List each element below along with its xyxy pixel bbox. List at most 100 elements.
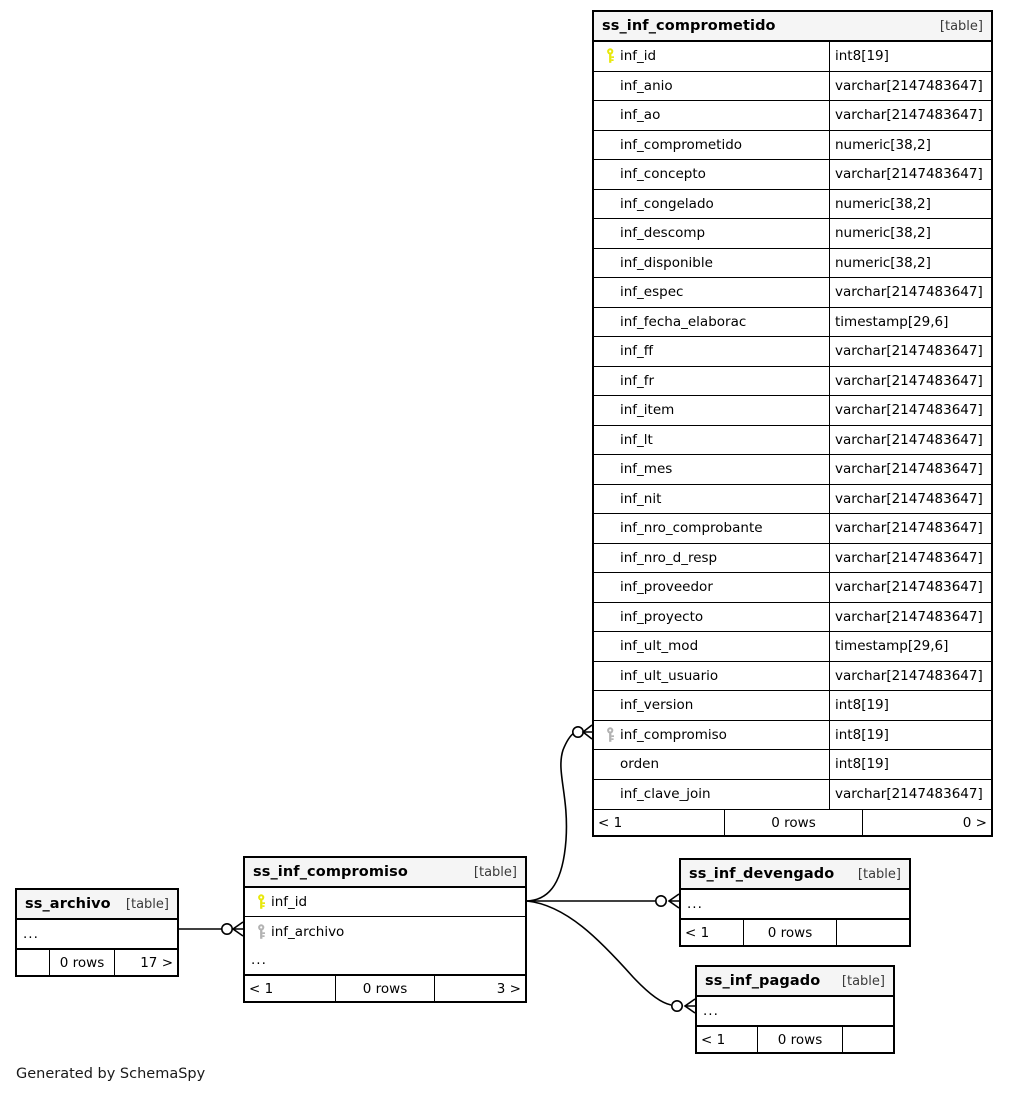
column-type-cell: varchar[2147483647] [829, 543, 991, 572]
column-name: inf_compromiso [620, 726, 727, 743]
table-header[interactable]: ss_archivo [table] [17, 890, 177, 920]
footer-row-count: 0 rows [743, 920, 837, 945]
table-row[interactable]: inf_comprometido numeric[38,2] [594, 130, 991, 160]
column-name: inf_congelado [620, 195, 714, 212]
table-type-tag: [table] [473, 864, 517, 880]
table-header[interactable]: ss_inf_devengado [table] [681, 860, 909, 890]
column-name: inf_lt [620, 431, 653, 448]
column-type-cell: varchar[2147483647] [829, 573, 991, 602]
column-name-cell: inf_nro_d_resp [594, 544, 829, 573]
column-name-cell: inf_item [594, 396, 829, 425]
column-name: inf_ao [620, 107, 661, 124]
table-header[interactable]: ss_inf_compromiso [table] [245, 858, 525, 888]
table-type-tag: [table] [939, 18, 983, 34]
column-name-cell: inf_version [594, 691, 829, 720]
table-type-tag: [table] [841, 973, 885, 989]
column-name-cell: orden [594, 750, 829, 779]
table-ss-inf-compromiso[interactable]: ss_inf_compromiso [table] inf_id inf_arch… [243, 856, 527, 1003]
primary-key-icon [600, 48, 620, 64]
more-columns-indicator: ... [17, 920, 177, 949]
footer-row-count: 0 rows [335, 976, 435, 1001]
column-type-cell: int8[19] [829, 42, 991, 71]
column-type-cell: numeric[38,2] [829, 189, 991, 218]
table-row[interactable]: inf_id int8[19] [594, 42, 991, 72]
column-type-cell: int8[19] [829, 691, 991, 720]
column-name: inf_nro_d_resp [620, 549, 718, 566]
foreign-key-icon [251, 923, 271, 940]
table-header[interactable]: ss_inf_comprometido [table] [594, 12, 991, 42]
column-name: inf_comprometido [620, 136, 743, 153]
column-name: orden [620, 756, 660, 773]
edge-compromiso-to-pagado [526, 900, 696, 1014]
table-row[interactable]: inf_nro_d_resp varchar[2147483647] [594, 543, 991, 573]
column-name-cell: inf_proveedor [594, 573, 829, 602]
table-title: ss_inf_pagado [705, 973, 821, 989]
column-name: inf_disponible [620, 254, 713, 271]
table-ss-inf-comprometido[interactable]: ss_inf_comprometido [table] inf_id int8[1… [592, 10, 993, 837]
footer-parent-count: < 1 [701, 1031, 726, 1048]
column-name: inf_nit [620, 490, 662, 507]
column-name-cell: inf_id [594, 42, 829, 71]
table-ss-inf-pagado[interactable]: ss_inf_pagado [table] ... < 1 0 rows [695, 965, 895, 1054]
table-row[interactable]: inf_id [245, 888, 525, 917]
column-name: inf_archivo [271, 923, 345, 940]
table-row[interactable]: inf_congelado numeric[38,2] [594, 189, 991, 219]
column-name-cell: inf_comprometido [594, 131, 829, 160]
column-type-cell: numeric[38,2] [829, 219, 991, 248]
column-name-cell: inf_clave_join [594, 780, 829, 810]
column-name: inf_ult_usuario [620, 667, 719, 684]
column-name-cell: inf_lt [594, 426, 829, 455]
footer-child-count: 3 > [496, 980, 521, 997]
column-name-cell: inf_ult_mod [594, 632, 829, 661]
column-type-cell: int8[19] [829, 750, 991, 779]
column-name: inf_id [271, 894, 308, 910]
table-row[interactable]: inf_archivo [245, 917, 525, 946]
table-header[interactable]: ss_inf_pagado [table] [697, 967, 893, 997]
table-row[interactable]: inf_ao varchar[2147483647] [594, 101, 991, 131]
table-footer: < 1 0 rows 0 > [594, 809, 991, 835]
column-name: inf_anio [620, 77, 673, 94]
table-row[interactable]: orden int8[19] [594, 750, 991, 780]
column-name-cell: inf_anio [594, 72, 829, 101]
footer-child-count: 17 > [140, 954, 173, 971]
column-name-cell: inf_disponible [594, 249, 829, 278]
column-name-cell: inf_compromiso [594, 721, 829, 750]
column-type-cell: numeric[38,2] [829, 130, 991, 159]
column-name: inf_id [620, 48, 657, 65]
table-ss-inf-devengado[interactable]: ss_inf_devengado [table] ... < 1 0 rows [679, 858, 911, 947]
column-list: inf_id inf_archivo [245, 888, 525, 946]
table-title: ss_inf_compromiso [253, 864, 408, 880]
generated-by-credit: Generated by SchemaSpy [16, 1066, 206, 1082]
table-ss-archivo[interactable]: ss_archivo [table] ... 0 rows 17 > [15, 888, 179, 977]
column-type-cell: varchar[2147483647] [829, 425, 991, 454]
primary-key-icon [251, 894, 271, 910]
column-name-cell: inf_fr [594, 367, 829, 396]
table-row[interactable]: inf_lt varchar[2147483647] [594, 425, 991, 455]
column-name-cell: inf_fecha_elaborac [594, 308, 829, 337]
column-name: inf_ult_mod [620, 638, 699, 655]
column-name-cell: inf_proyecto [594, 603, 829, 632]
column-type-cell: timestamp[29,6] [829, 307, 991, 336]
column-type-cell: varchar[2147483647] [829, 101, 991, 130]
